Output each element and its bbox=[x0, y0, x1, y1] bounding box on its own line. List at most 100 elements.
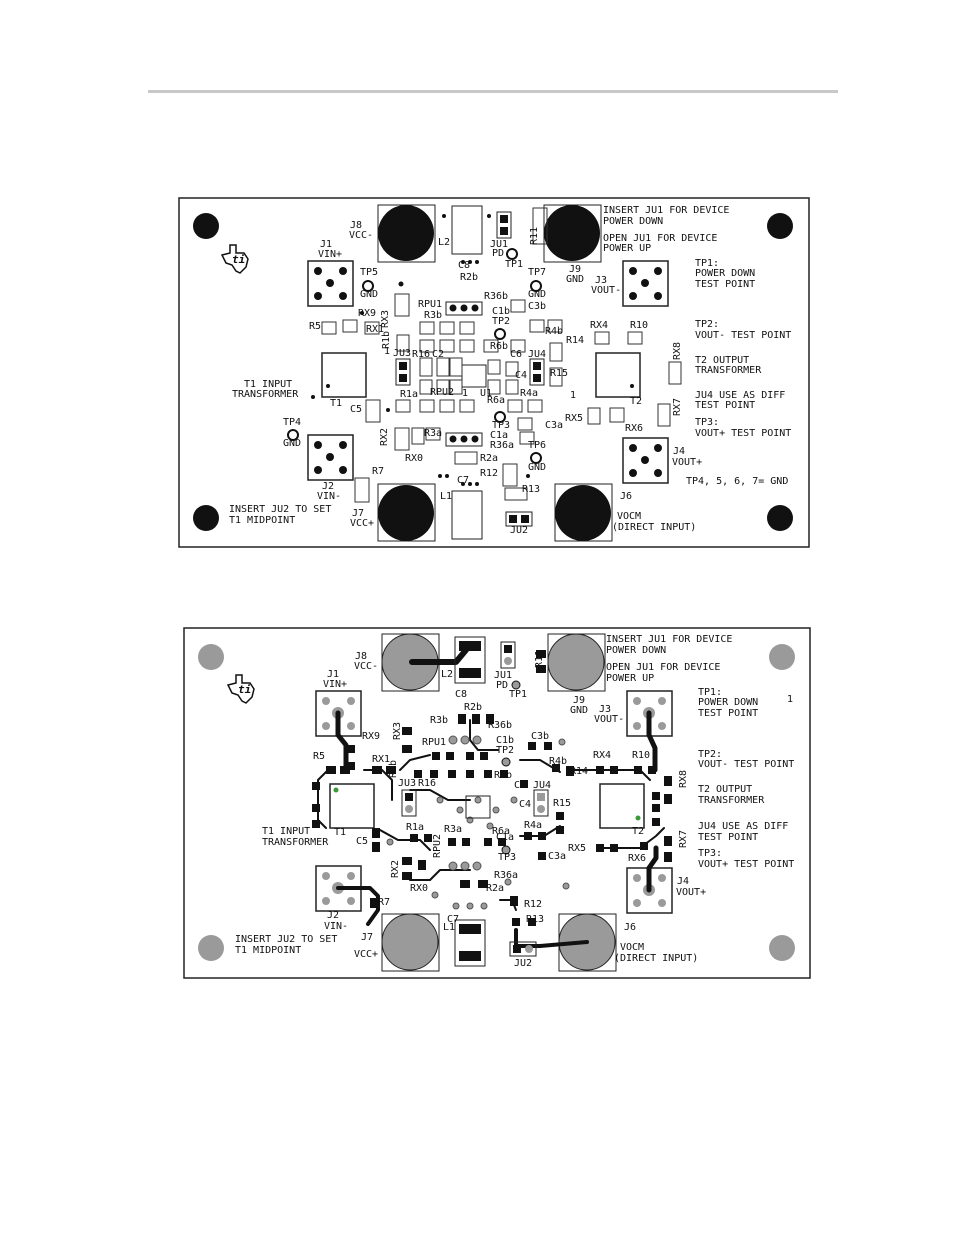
inductor-l2 bbox=[454, 636, 486, 684]
board-label: INSERT JU1 FOR DEVICE bbox=[603, 205, 729, 216]
board-label: J2 bbox=[322, 481, 334, 492]
board-label: C5 bbox=[350, 404, 362, 415]
board-label: C5 bbox=[356, 836, 368, 847]
jumper-ju4 bbox=[533, 789, 549, 817]
board-label: J1 bbox=[327, 669, 339, 680]
mounting-hole bbox=[193, 213, 219, 239]
inductor-l1 bbox=[454, 919, 486, 967]
board-label: R1a bbox=[400, 389, 418, 400]
board-label: GND bbox=[283, 438, 301, 449]
board-label: TP1 bbox=[505, 259, 523, 270]
board-label: RX3 bbox=[380, 310, 391, 328]
board-label: VCC- bbox=[354, 661, 378, 672]
board-label: C3a bbox=[548, 851, 566, 862]
board-label: TP1: bbox=[695, 258, 719, 269]
board-label: R6b bbox=[494, 770, 512, 781]
jumper-ju2 bbox=[505, 511, 533, 527]
board-label: T2 bbox=[630, 396, 642, 407]
smd-outlines bbox=[321, 207, 682, 503]
board-label: TRANSFORMER bbox=[232, 389, 299, 400]
board-label: C6 bbox=[514, 780, 526, 791]
board-label: C4 bbox=[515, 370, 527, 381]
header-rpu1 bbox=[445, 301, 483, 316]
board-label: J4 bbox=[677, 876, 689, 887]
board-label: R4b bbox=[549, 756, 567, 767]
inductor-l2 bbox=[451, 205, 483, 255]
board-label: TRANSFORMER bbox=[698, 795, 765, 806]
board-label: GND bbox=[566, 274, 584, 285]
board-label: JU1 bbox=[490, 239, 508, 250]
board-label: C7 bbox=[447, 914, 459, 925]
transformer-t2 bbox=[595, 352, 641, 398]
board-label: VOUT+ bbox=[672, 457, 702, 468]
board-label: RX4 bbox=[593, 750, 611, 761]
board-label: GND bbox=[528, 462, 546, 473]
board-label: TP3 bbox=[492, 420, 510, 431]
board-label: PD bbox=[492, 248, 504, 259]
jumper-ju4 bbox=[529, 358, 545, 386]
header-rpu2 bbox=[445, 432, 483, 447]
board-label: VOUT- bbox=[591, 285, 621, 296]
mounting-hole bbox=[767, 213, 793, 239]
mounting-hole bbox=[193, 505, 219, 531]
board-label: R3b bbox=[424, 310, 442, 321]
board-label: RPU2 bbox=[430, 387, 454, 398]
board-label: POWER DOWN bbox=[603, 216, 663, 227]
board-label: TP2: bbox=[695, 319, 719, 330]
board-label: JU3 bbox=[393, 348, 411, 359]
board-label: TP5 bbox=[360, 267, 378, 278]
board-label: TP1: bbox=[698, 687, 722, 698]
vias bbox=[386, 735, 570, 910]
board-label: R5 bbox=[313, 751, 325, 762]
board-label: (DIRECT INPUT) bbox=[612, 522, 696, 533]
board-label: RX8 bbox=[678, 770, 689, 788]
board-label: R14 bbox=[570, 766, 588, 777]
board-label: T1 bbox=[330, 398, 342, 409]
board-label: POWER DOWN bbox=[695, 268, 755, 279]
board-label: GND bbox=[360, 289, 378, 300]
board-label: VOCM bbox=[617, 511, 641, 522]
board-label: POWER UP bbox=[606, 673, 654, 684]
board-label: VOUT- TEST POINT bbox=[695, 330, 791, 341]
board-label: R11 bbox=[534, 650, 545, 668]
board-label: RX7 bbox=[672, 398, 683, 416]
sma-connector-j7 bbox=[377, 483, 436, 542]
smd-pads bbox=[312, 650, 672, 926]
board-label: TEST POINT bbox=[698, 832, 758, 843]
board-label: PD bbox=[496, 680, 508, 691]
transformer-t1 bbox=[321, 352, 367, 398]
board-label: RPU1 bbox=[418, 299, 442, 310]
board-label: TP2 bbox=[496, 745, 514, 756]
board-label: RX1 bbox=[372, 754, 390, 765]
board-label: R2b bbox=[460, 272, 478, 283]
board-label: TRANSFORMER bbox=[695, 365, 762, 376]
board-label: RX5 bbox=[568, 843, 586, 854]
board-label: RX0 bbox=[405, 453, 423, 464]
board-label: J6 bbox=[620, 491, 632, 502]
board-label: J8 bbox=[355, 651, 367, 662]
top-board: ti bbox=[178, 197, 810, 548]
board-label: C2 bbox=[432, 349, 444, 360]
board-label: TP4 bbox=[283, 417, 301, 428]
test-point bbox=[494, 328, 506, 340]
board-label: TP3: bbox=[695, 417, 719, 428]
board-label: T1 bbox=[334, 827, 346, 838]
board-label: RX2 bbox=[390, 860, 401, 878]
board-label: TP7 bbox=[528, 267, 546, 278]
board-label: T1 INPUT bbox=[244, 379, 292, 390]
board-label: GND bbox=[528, 289, 546, 300]
board-label: C1b bbox=[492, 306, 510, 317]
board-label: R13 bbox=[522, 484, 540, 495]
board-label: R36a bbox=[490, 440, 514, 451]
board-label: J7 bbox=[361, 932, 373, 943]
mounting-hole bbox=[198, 935, 224, 961]
bottom-board: ti bbox=[183, 627, 811, 979]
connector-j1 bbox=[307, 260, 354, 307]
inductor-l1 bbox=[451, 490, 483, 540]
board-label: R7 bbox=[378, 897, 390, 908]
board-label: R11 bbox=[529, 227, 540, 245]
board-label: R4b bbox=[545, 326, 563, 337]
board-label: VOCM bbox=[620, 942, 644, 953]
board-label: T1 MIDPOINT bbox=[235, 945, 301, 956]
